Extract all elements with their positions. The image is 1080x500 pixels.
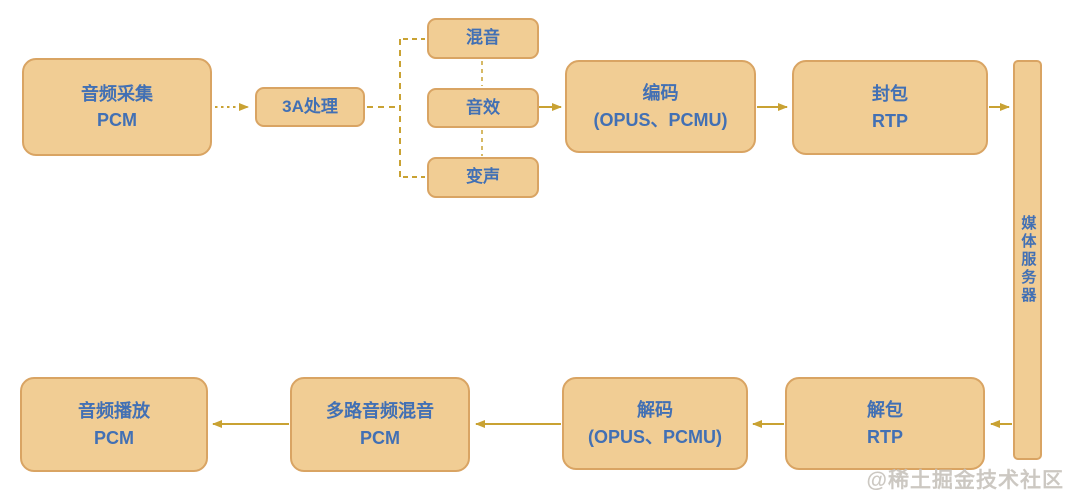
node-audio-capture-subtitle: PCM	[97, 110, 137, 130]
node-3a-processing-title: 3A处理	[282, 96, 338, 116]
node-media-server-title: 媒体服务器	[1019, 215, 1037, 305]
node-packetize-subtitle: RTP	[872, 110, 908, 131]
watermark: @稀土掘金技术社区	[866, 469, 1064, 492]
node-decode-title: 解码	[637, 400, 673, 421]
node-multi-mix-subtitle: PCM	[360, 427, 400, 448]
node-packetize: 封包 RTP	[792, 60, 988, 155]
node-voice-change-title: 变声	[466, 167, 500, 187]
node-decode-subtitle: (OPUS、PCMU)	[588, 426, 722, 447]
node-audio-playback-title: 音频播放	[78, 401, 150, 422]
node-multi-mix: 多路音频混音 PCM	[290, 377, 470, 472]
node-depacketize-title: 解包	[867, 400, 903, 421]
node-encode-title: 编码	[642, 83, 679, 104]
node-audio-capture: 音频采集 PCM	[22, 58, 212, 156]
node-voice-change: 变声	[427, 157, 539, 198]
node-mixing: 混音	[427, 18, 539, 59]
node-depacketize-subtitle: RTP	[867, 426, 903, 447]
node-sound-effects: 音效	[427, 88, 539, 128]
node-multi-mix-title: 多路音频混音	[326, 401, 434, 422]
node-packetize-title: 封包	[872, 84, 908, 105]
node-sound-effects-title: 音效	[466, 97, 500, 117]
node-encode-subtitle: (OPUS、PCMU)	[593, 109, 728, 130]
node-depacketize: 解包 RTP	[785, 377, 985, 470]
node-3a-processing: 3A处理	[255, 87, 365, 127]
node-audio-playback: 音频播放 PCM	[20, 377, 208, 472]
node-audio-playback-subtitle: PCM	[94, 427, 134, 448]
node-decode: 解码 (OPUS、PCMU)	[562, 377, 748, 470]
node-mixing-title: 混音	[466, 28, 500, 48]
node-media-server: 媒体服务器	[1013, 60, 1042, 460]
node-audio-capture-title: 音频采集	[81, 83, 153, 104]
node-encode: 编码 (OPUS、PCMU)	[565, 60, 756, 153]
